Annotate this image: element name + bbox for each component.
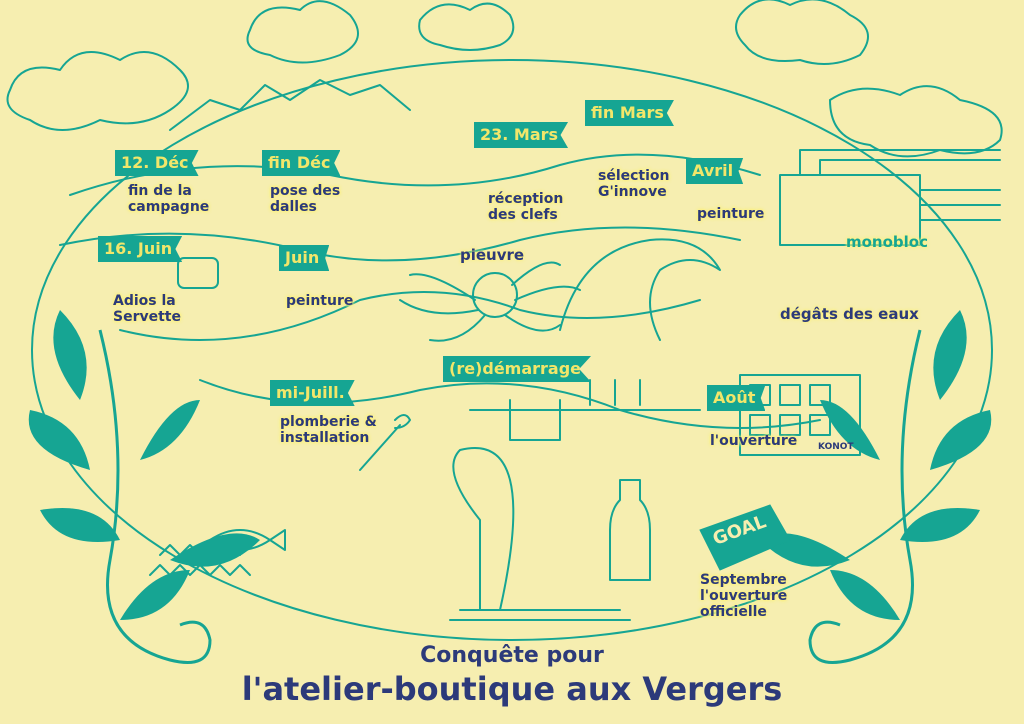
title-line-2: l'atelier-boutique aux Vergers	[241, 670, 783, 708]
big-wave	[559, 238, 721, 341]
flag-fin-dec: fin Déc	[262, 150, 341, 176]
van	[177, 257, 219, 289]
leaf-left-2	[28, 410, 90, 470]
conveyor	[469, 379, 701, 441]
leaf-right-6	[830, 570, 900, 620]
fountain	[449, 447, 631, 621]
leaf-right-1	[933, 310, 967, 400]
label-avril: peinture	[697, 206, 765, 222]
flag-avril: Avril	[686, 158, 744, 184]
cloud-left	[6, 51, 189, 131]
flag-fin-mars: fin Mars	[585, 100, 674, 126]
leaf-left-5	[170, 533, 260, 567]
factory-building	[779, 174, 921, 246]
octopus-arms	[399, 261, 581, 342]
flag-mi-juill: mi-Juill.	[270, 380, 355, 406]
bottle	[609, 479, 651, 581]
factory-pipes	[799, 149, 1001, 221]
cloud-right	[829, 85, 1003, 158]
cloud-top-mid	[418, 2, 515, 51]
leaf-right-3	[900, 508, 980, 542]
pieuvre-label: pieuvre	[460, 246, 525, 264]
monobloc-label: monobloc	[846, 233, 928, 251]
leaves-decoration	[28, 310, 992, 620]
road-low	[119, 291, 701, 341]
octopus-head	[472, 272, 518, 318]
degats-label: dégâts des eaux	[780, 305, 919, 323]
leaf-right-4	[820, 400, 880, 460]
leaf-left-6	[120, 570, 190, 620]
flag-12-dec: 12. Déc	[115, 150, 199, 176]
shop-building	[739, 374, 861, 456]
title-line-1: Conquête pour	[420, 643, 604, 668]
flag-redemarrage: (re)démarrage	[443, 356, 592, 382]
road-mid	[59, 226, 741, 262]
konot-sign: KONOT	[818, 442, 854, 452]
mountains	[169, 79, 411, 131]
label-aout: l'ouverture	[710, 433, 798, 449]
flag-23-mars: 23. Mars	[474, 122, 569, 148]
label-juin: peinture	[286, 293, 354, 309]
flag-16-juin: 16. Juin	[98, 236, 183, 262]
flag-aout: Août	[707, 385, 766, 411]
goal-flag-shape	[699, 504, 791, 571]
leaf-right-2	[930, 410, 992, 470]
cloud-top-left	[246, 0, 359, 64]
cloud-top-right	[735, 0, 869, 65]
leaf-left-3	[40, 508, 120, 542]
leaf-left-4	[140, 400, 200, 460]
label-mi-juill: plomberie &installation	[280, 414, 377, 446]
vines	[98, 329, 922, 664]
leaf-left-1	[53, 310, 87, 400]
wrench	[359, 414, 411, 471]
flag-juin: Juin	[279, 245, 330, 271]
vine-right	[808, 329, 922, 664]
map-frame	[31, 59, 993, 641]
vine-left	[98, 329, 212, 664]
